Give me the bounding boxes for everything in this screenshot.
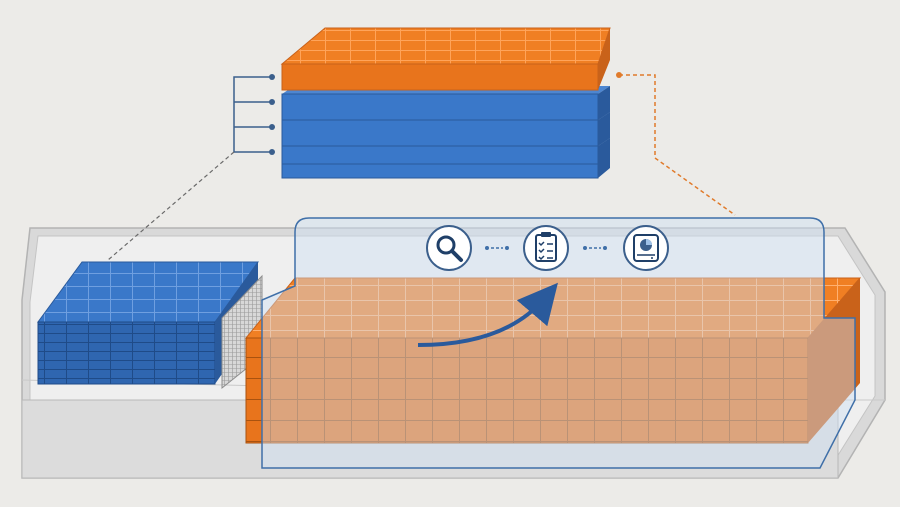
workflow-icons: [426, 225, 669, 271]
connector-lines: [107, 72, 736, 261]
layer-blue-1: [281, 86, 610, 121]
clipboard-checklist-icon: [523, 225, 569, 271]
icon-connector-1: [485, 246, 509, 250]
storage-drive-icon: [623, 225, 669, 271]
layer-orange-top: [280, 27, 611, 91]
orange-block-stack: [244, 277, 862, 444]
top-layer-stack: [280, 27, 611, 179]
flow-arrow: [417, 282, 558, 347]
icon-connector-2: [583, 246, 607, 250]
process-overlay-panel: [261, 217, 856, 469]
magnifier-icon: [426, 225, 472, 271]
